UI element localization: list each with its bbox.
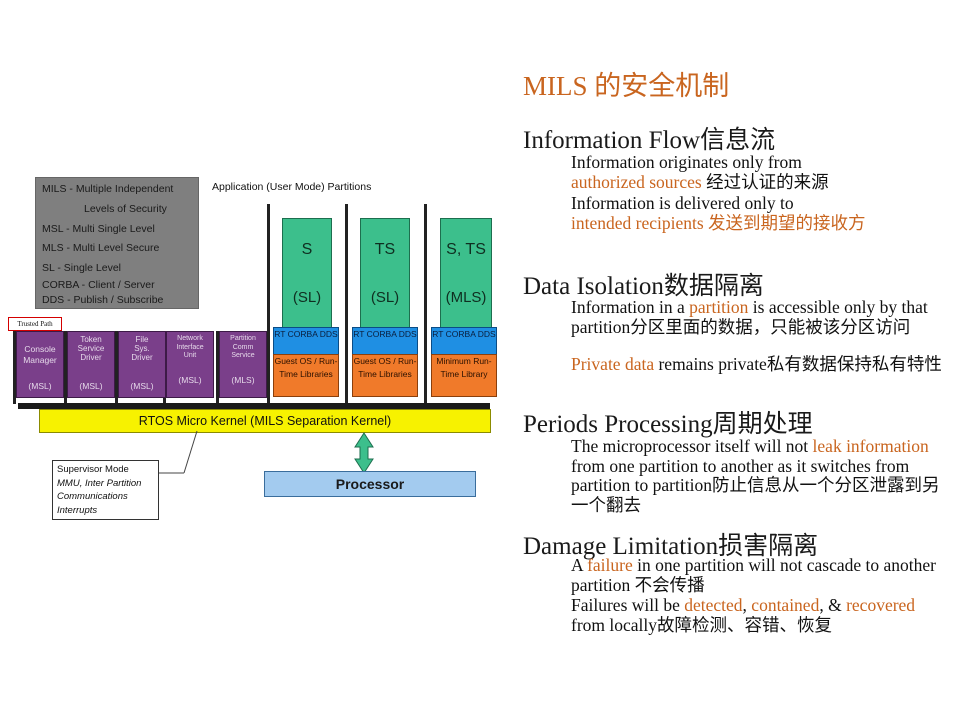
partition-classification: S [301, 241, 313, 258]
separation-kernel: RTOS Micro Kernel (MILS Separation Kerne… [39, 409, 491, 433]
information-flow-point-1: Information originates only from authori… [571, 152, 943, 192]
data-isolation-point-2: Private data remains private私有数据保持私有特性 [571, 354, 943, 375]
guest-os-block: Guest OS / Run-Time Libraries [273, 354, 339, 397]
text-run: A [571, 555, 588, 575]
text-run: The microprocessor itself will not [571, 436, 813, 456]
supervisor-line: Interrupts [57, 504, 98, 516]
service-name: Network Interface Unit [176, 335, 204, 359]
information-flow-point-2: Information is delivered only to intende… [571, 193, 943, 233]
highlight-text: partition [689, 297, 749, 317]
text-run: , & [819, 595, 847, 615]
service-level: (MSL) [79, 381, 103, 391]
slide-title: MILS 的安全机制 [523, 71, 730, 101]
text-run: Information in a [571, 297, 690, 317]
highlight-text: 发送到期望的接收方 [703, 212, 866, 233]
highlight-text: detected [684, 595, 743, 615]
text-run: Information originates only from [571, 152, 802, 172]
text-run: 经过认证的来源 [701, 171, 829, 192]
acronym-legend: MILS - Multiple Independent Levels of Se… [35, 177, 199, 309]
highlight-text: leak information [812, 436, 929, 456]
middleware-block: RT CORBA DDS [273, 327, 339, 356]
supervisor-mode-box: Supervisor Mode MMU, Inter Partition Com… [52, 460, 159, 520]
partition-level: (SL) [370, 289, 400, 306]
service-token-driver: Token Service Driver (MSL) [67, 331, 115, 398]
legend-line: SL - Single Level [42, 262, 121, 274]
partition-classification: S, TS [446, 241, 486, 258]
partition-bus-line [18, 403, 490, 409]
damage-limitation-point-2: Failures will be detected, contained, & … [571, 595, 943, 635]
partition-top-secret: TS (SL) [360, 218, 410, 329]
double-arrow-icon [354, 432, 374, 474]
text-run: remains private私有数据保持私有特性 [654, 354, 942, 374]
processor-block: Processor [264, 471, 476, 497]
guest-os-block: Guest OS / Run-Time Libraries [352, 354, 418, 397]
application-partitions-label: Application (User Mode) Partitions [212, 181, 372, 193]
service-level: (MSL) [130, 381, 154, 391]
highlight-text: recovered [846, 595, 916, 615]
separator-line [115, 331, 118, 404]
trusted-path-label: Trusted Path [8, 317, 62, 331]
text-run: Failures will be [571, 595, 685, 615]
legend-line: MLS - Multi Level Secure [42, 242, 160, 254]
supervisor-line: MMU, Inter Partition [57, 477, 142, 489]
middleware-block: RT CORBA DDS [431, 327, 497, 356]
service-partition-comm: Partition Comm Service (MLS) [219, 331, 267, 398]
separator-line [424, 204, 427, 404]
highlight-text: failure [587, 555, 633, 575]
highlight-text: intended recipients [571, 212, 704, 233]
section-heading-data-isolation: Data Isolation数据隔离 [523, 273, 764, 300]
highlight-text: contained [751, 595, 820, 615]
legend-line: DDS - Publish / Subscribe [42, 294, 164, 306]
periods-processing-point-1: The microprocessor itself will not leak … [571, 436, 943, 515]
service-network-interface: Network Interface Unit (MSL) [166, 331, 214, 398]
data-isolation-point-1: Information in a partition is accessible… [571, 297, 943, 337]
separator-line [216, 331, 219, 404]
partition-classification: TS [374, 241, 396, 258]
runtime-library-block: Minimum Run-Time Library [431, 354, 497, 397]
text-run: Information is delivered only to [571, 193, 794, 213]
highlight-text: authorized sources [571, 171, 702, 192]
section-heading-information-flow: Information Flow信息流 [523, 127, 776, 154]
text-run: , [742, 595, 752, 615]
separator-line [267, 204, 270, 404]
service-level: (MSL) [178, 375, 202, 385]
highlight-text: Private data [571, 354, 655, 374]
damage-limitation-point-1: A failure in one partition will not casc… [571, 555, 943, 595]
section-heading-periods-processing: Periods Processing周期处理 [523, 411, 813, 438]
partition-level: (MLS) [445, 289, 487, 306]
text-run: from locally故障检测、容错、恢复 [571, 614, 833, 635]
legend-line: CORBA - Client / Server [42, 279, 155, 291]
legend-line: Levels of Security [84, 203, 167, 215]
text-run: in one partition will not cascade to ano… [571, 555, 936, 595]
supervisor-connector [183, 430, 198, 474]
partition-level: (SL) [292, 289, 322, 306]
service-name: Console Manager [23, 344, 57, 365]
service-name: Token Service Driver [77, 335, 105, 362]
partition-secret: S (SL) [282, 218, 332, 329]
service-name: File Sys. Driver [131, 335, 153, 362]
legend-line: MSL - Multi Single Level [42, 223, 155, 235]
text-run: from one partition to another as it swit… [571, 455, 940, 515]
supervisor-title: Supervisor Mode [57, 464, 129, 475]
section-heading-damage-limitation: Damage Limitation损害隔离 [523, 533, 819, 560]
service-level: (MLS) [231, 375, 255, 385]
service-name: Partition Comm Service [230, 335, 256, 359]
separator-line [64, 331, 67, 404]
separator-line [13, 331, 16, 404]
text-run: is accessible only by that partition分区里面… [571, 297, 928, 337]
service-level: (MSL) [28, 381, 52, 391]
service-file-system-driver: File Sys. Driver (MSL) [118, 331, 166, 398]
separator-line [345, 204, 348, 404]
service-console-manager: Console Manager (MSL) [16, 331, 64, 398]
supervisor-line: Communications [57, 491, 128, 502]
partition-multi-level: S, TS (MLS) [440, 218, 492, 329]
legend-line: MILS - Multiple Independent [42, 183, 174, 195]
